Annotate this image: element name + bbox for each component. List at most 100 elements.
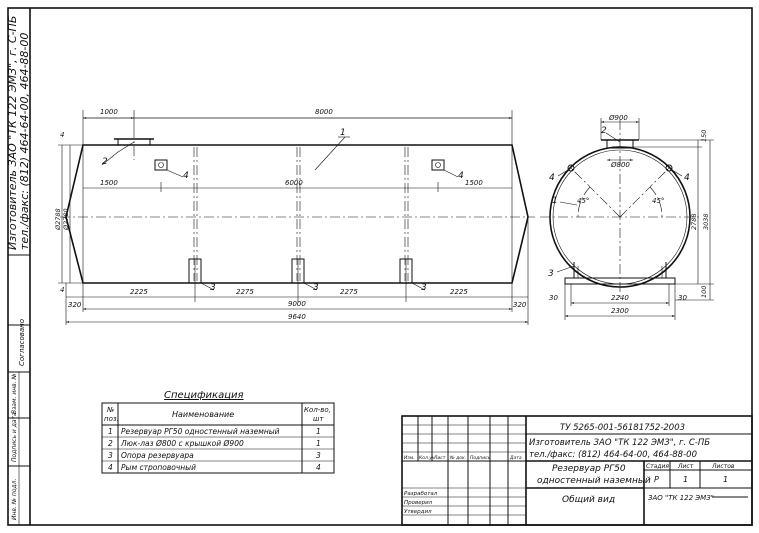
callout-3c-side: 3 [421,283,427,293]
tb-rev-izm: Изм. [404,455,415,461]
tb-role-check: Проверил [404,500,433,506]
spec-row-3-name: Опора резервуара [121,451,194,460]
sheet-frame [7,7,753,526]
tb-rev-date: Дата [509,455,522,461]
margin-agreed: Согласовано [18,319,26,366]
dim-dia-outer: Ø2788 [54,208,62,231]
spec-row-4-no: 4 [108,463,113,472]
spec-table: Спецификация № поз. Наименование Кол-во,… [101,390,335,474]
dim-hatch-cover: Ø900 [608,114,628,122]
callout-1-side: 1 [340,128,346,138]
tb-sheet-label: Лист [677,463,694,470]
dim-mid-left: 1500 [100,179,118,187]
spec-head-no-top: № [106,406,114,414]
spec-row-4-qty: 4 [316,463,321,472]
dim-bot-1: 2225 [130,288,148,296]
spec-head-name: Наименование [172,410,234,419]
tb-sheets-label: Листов [711,463,735,470]
support-1 [188,258,202,284]
tb-sheet: 1 [683,475,688,484]
margin-inv-orig: Инв. № подл. [11,479,18,520]
spec-row-2-no: 2 [108,439,113,448]
dim-base-left: 30 [549,294,558,302]
left-margin-text: Изготовитель ЗАО "ТК 122 ЭМЗ", г. С-ПБ т… [6,16,31,520]
callout-2-end: 2 [601,126,607,136]
tb-role-dev: Разработал [404,491,438,497]
spec-row-1-qty: 1 [316,427,321,436]
dim-dia-inner: Ø2780 [62,208,70,231]
manhole-end [601,139,639,149]
lug-end-left [567,164,575,172]
angle-right: 45° [652,197,664,205]
callout-4b-side: 4 [458,171,464,181]
dim-top-left: 1000 [100,108,118,116]
spec-row-2-name: Люк-лаз Ø800 с крышкой Ø900 [120,439,244,448]
end-view: 45° 45° Ø900 Ø800 150 [540,114,714,320]
spec-head-qty-top: Кол-во, [304,406,331,414]
dim-height-1: 2788 [690,213,698,230]
dim-top-gap: 150 [700,130,708,142]
spec-title: Спецификация [164,390,244,401]
tb-rev-list: Лист [433,455,446,461]
tb-manufacturer: Изготовитель ЗАО "ТК 122 ЭМЗ", г. С-ПБ [529,438,710,448]
tb-stage: Р [654,475,659,484]
callout-4b-end: 4 [684,173,690,183]
tb-product-1: Резервуар РГ50 [552,464,626,474]
spec-row-3-no: 3 [108,451,113,460]
support-2 [291,258,305,284]
dim-top-total: 8000 [315,108,333,116]
dim-bot-end-left: 320 [68,301,82,309]
tb-role-approve: Утвердил [404,509,432,515]
spec-row-4-name: Рым строповочный [121,463,196,472]
dim-wall-bot: 4 [60,286,64,294]
tb-product-2: одностенный наземный [537,476,651,486]
margin-phone: тел./факс: (812) 464-64-00, 464-88-00 [18,33,31,250]
support-3 [399,258,413,284]
margin-manufacturer: Изготовитель ЗАО "ТК 122 ЭМЗ", г. С-ПБ [6,16,19,250]
dim-support-total: 2300 [611,307,629,315]
spec-head-no-bot: поз. [104,415,119,423]
spec-head-qty-bot: шт [313,415,324,423]
tb-code: ТУ 5265-001-56181752-2003 [560,423,685,433]
callout-3b-side: 3 [313,283,319,293]
dim-wall-top: 4 [60,131,64,139]
dim-mid-center: 6000 [285,179,303,187]
dim-bot-3: 2275 [340,288,358,296]
tb-rev-sign: Подпись [470,455,491,461]
callout-4a-side: 4 [183,171,189,181]
callout-4a-end: 4 [549,173,555,183]
dim-height-2: 3038 [702,213,710,230]
callout-1-end: 1 [552,196,558,206]
tb-rev-kol: Кол.уч [419,455,435,461]
angle-left: 45° [577,197,589,205]
lug-end-right [665,164,673,172]
margin-sign-date: Подпись и дата [11,412,18,462]
lifting-lug-right [431,159,445,171]
dim-base: 100 [700,286,708,298]
dim-bot-body: 9000 [288,300,306,308]
tb-phone: тел./факс: (812) 464-64-00, 464-88-00 [529,450,697,460]
dim-bot-end-right: 320 [513,301,527,309]
dim-bot-2: 2275 [236,288,254,296]
callout-3a-side: 3 [210,283,216,293]
callout-2-side: 2 [102,157,108,167]
tb-view: Общий вид [562,495,615,505]
spec-row-2-qty: 1 [316,439,321,448]
support-saddle-end [564,262,676,285]
side-view: 1000 8000 1500 6000 1500 Ø2788 Ø2780 4 4… [54,108,535,325]
manhole-side [114,128,154,160]
lifting-lug-left [154,159,168,171]
spec-row-3-qty: 3 [316,451,321,460]
dim-base-right: 30 [678,294,687,302]
spec-row-1-no: 1 [108,427,113,436]
dim-support: 2240 [611,294,629,302]
margin-inv-dup: Взам. инв. № [11,373,18,414]
dim-bot-total: 9640 [288,313,306,321]
tb-sheets: 1 [723,475,728,484]
dim-bot-4: 2225 [450,288,468,296]
spec-row-1-name: Резервуар РГ50 одностенный наземный [121,427,280,436]
dim-hatch: Ø800 [610,161,630,169]
tb-company: ЗАО "ТК 122 ЭМЗ" [648,494,714,502]
tb-stage-label: Стадия [646,463,669,470]
